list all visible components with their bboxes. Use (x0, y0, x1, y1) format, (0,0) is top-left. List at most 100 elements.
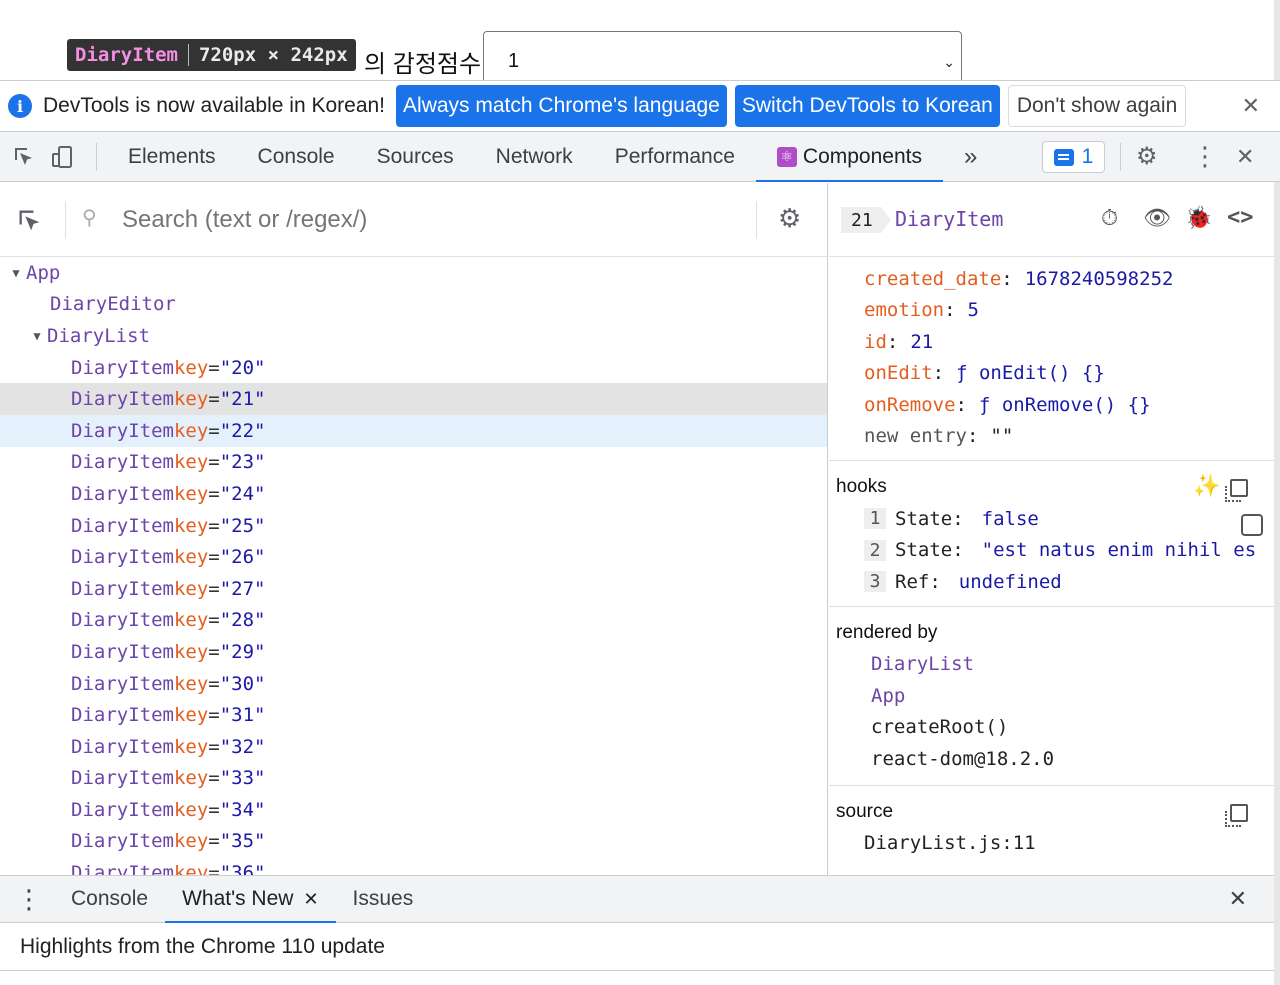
component-name: DiaryItem (71, 830, 174, 853)
tree-row[interactable]: DiaryItem key="35" (0, 826, 827, 858)
tree-row[interactable]: DiaryItem key="36" (0, 857, 827, 875)
tree-row[interactable]: DiaryItem key="26" (0, 541, 827, 573)
drawer-menu-icon[interactable]: ⋮ (16, 883, 42, 914)
hook-label: Ref: (895, 570, 941, 593)
close-icon[interactable]: ✕ (1241, 93, 1260, 118)
tree-search-bar: ⚲ ⚙ (0, 183, 827, 257)
tree-row[interactable]: DiaryItem key="24" (0, 478, 827, 510)
prop-row[interactable]: id:21 (829, 326, 1274, 358)
source-location[interactable]: DiaryList.js:11 (864, 832, 1036, 855)
select-element-icon[interactable] (16, 207, 44, 235)
page-content: DiaryItem 720px × 242px 의 감정점수 : 1 ⌄ (0, 0, 1280, 83)
tab-elements[interactable]: Elements (128, 144, 216, 168)
tree-row[interactable]: ▼DiaryList (0, 320, 827, 352)
key-attr: key (173, 546, 209, 569)
match-language-button[interactable]: Always match Chrome's language (396, 85, 727, 127)
prop-value[interactable]: ƒ onRemove() {} (978, 393, 1151, 416)
new-entry-value[interactable]: "" (990, 425, 1014, 448)
tree-row[interactable]: DiaryItem key="34" (0, 794, 827, 826)
prop-row[interactable]: onRemove:ƒ onRemove() {} (829, 389, 1274, 421)
equals-sign: = (208, 609, 220, 632)
prop-value[interactable]: 1678240598252 (1024, 267, 1174, 290)
drawer-tab-issues[interactable]: Issues (352, 887, 414, 910)
close-drawer-icon[interactable]: ✕ (1228, 886, 1247, 911)
drawer-tabbar: ⋮ Console What's New ✕ Issues ✕ (0, 875, 1274, 923)
equals-sign: = (208, 451, 220, 474)
key-value: "36" (219, 862, 266, 875)
tab-network[interactable]: Network (495, 144, 573, 168)
view-source-icon[interactable]: <> (1227, 205, 1254, 230)
tree-row[interactable]: DiaryItem key="30" (0, 668, 827, 700)
drawer-tab-whats-new-label: What's New (182, 887, 294, 910)
inspect-element-icon[interactable] (0, 132, 48, 182)
prop-row[interactable]: created_date:1678240598252 (829, 263, 1274, 295)
prop-value[interactable]: 21 (910, 330, 934, 353)
tab-components[interactable]: ⚛ Components (755, 132, 944, 182)
tree-row[interactable]: DiaryEditor (0, 289, 827, 321)
tab-performance[interactable]: Performance (614, 144, 735, 168)
copy-icon[interactable] (1225, 479, 1248, 502)
new-entry-row[interactable]: new entry : "" (829, 421, 1274, 453)
parse-hook-names-icon[interactable]: ✨ (1193, 473, 1221, 498)
drawer-tab-whats-new[interactable]: What's New ✕ (165, 875, 337, 923)
drawer-tab-console[interactable]: Console (71, 887, 149, 910)
tab-sources[interactable]: Sources (376, 144, 454, 168)
expand-arrow-icon[interactable]: ▼ (33, 328, 41, 343)
expand-arrow-icon[interactable]: ▼ (12, 265, 20, 280)
tree-row[interactable]: DiaryItem key="31" (0, 699, 827, 731)
hook-value[interactable]: undefined (958, 570, 1062, 593)
emotion-select[interactable]: 1 ⌄ (483, 31, 962, 83)
close-devtools-icon[interactable]: ✕ (1236, 143, 1255, 169)
tree-row[interactable]: DiaryItem key="22" (0, 414, 827, 447)
tree-row[interactable]: DiaryItem key="28" (0, 605, 827, 637)
key-value: "20" (219, 356, 266, 379)
tree-row[interactable]: DiaryItem key="32" (0, 731, 827, 763)
react-icon: ⚛ (776, 146, 797, 167)
tree-row[interactable]: DiaryItem key="20" (0, 352, 827, 384)
tree-row[interactable]: DiaryItem key="25" (0, 510, 827, 542)
component-name: DiaryItem (71, 356, 174, 379)
key-attr: key (173, 767, 209, 790)
tree-row[interactable]: ▼App (0, 257, 827, 289)
hook-value[interactable]: "est natus enim nihil es (981, 539, 1257, 562)
eye-icon[interactable]: 👁 (1143, 205, 1171, 230)
tree-row[interactable]: DiaryItem key="29" (0, 636, 827, 668)
prop-key: created_date (864, 267, 1002, 290)
device-toolbar-icon[interactable] (38, 132, 86, 182)
switch-korean-button[interactable]: Switch DevTools to Korean (734, 85, 1000, 127)
stopwatch-icon[interactable]: ⏱ (1101, 205, 1119, 230)
tree-row[interactable]: DiaryItem key="21" (0, 383, 827, 415)
tab-console[interactable]: Console (257, 144, 335, 168)
tree-row[interactable]: DiaryItem key="33" (0, 763, 827, 795)
equals-sign: = (208, 735, 220, 758)
more-options-icon[interactable]: ⋮ (1192, 141, 1218, 171)
page-scrollbar[interactable] (1274, 0, 1280, 985)
settings-gear-icon[interactable]: ⚙ (778, 203, 802, 233)
rendered-by-item[interactable]: DiaryList (871, 653, 974, 676)
copy-icon[interactable] (1225, 803, 1248, 827)
dont-show-again-button[interactable]: Don't show again (1007, 85, 1187, 127)
hook-checkbox[interactable] (1241, 514, 1263, 536)
tree-row[interactable]: DiaryItem key="27" (0, 573, 827, 605)
hook-index: 1 (864, 508, 886, 530)
close-tab-icon[interactable]: ✕ (303, 888, 319, 909)
messages-badge[interactable]: 1 (1042, 141, 1105, 173)
equals-sign: = (208, 546, 220, 569)
more-tabs-icon[interactable]: » (963, 142, 978, 170)
prop-row[interactable]: emotion:5 (829, 295, 1274, 327)
search-input[interactable] (122, 203, 742, 237)
bug-icon[interactable]: 🐞 (1185, 205, 1213, 230)
settings-gear-icon[interactable]: ⚙ (1136, 143, 1158, 170)
hook-value[interactable]: false (981, 507, 1039, 530)
prop-row[interactable]: onEdit:ƒ onEdit() {} (829, 358, 1274, 390)
tree-row[interactable]: DiaryItem key="23" (0, 447, 827, 479)
key-attr: key (173, 609, 209, 632)
prop-value[interactable]: ƒ onEdit() {} (956, 362, 1105, 385)
rendered-by-item[interactable]: App (871, 684, 906, 707)
key-value: "21" (219, 388, 266, 411)
prop-value[interactable]: 5 (967, 299, 979, 322)
